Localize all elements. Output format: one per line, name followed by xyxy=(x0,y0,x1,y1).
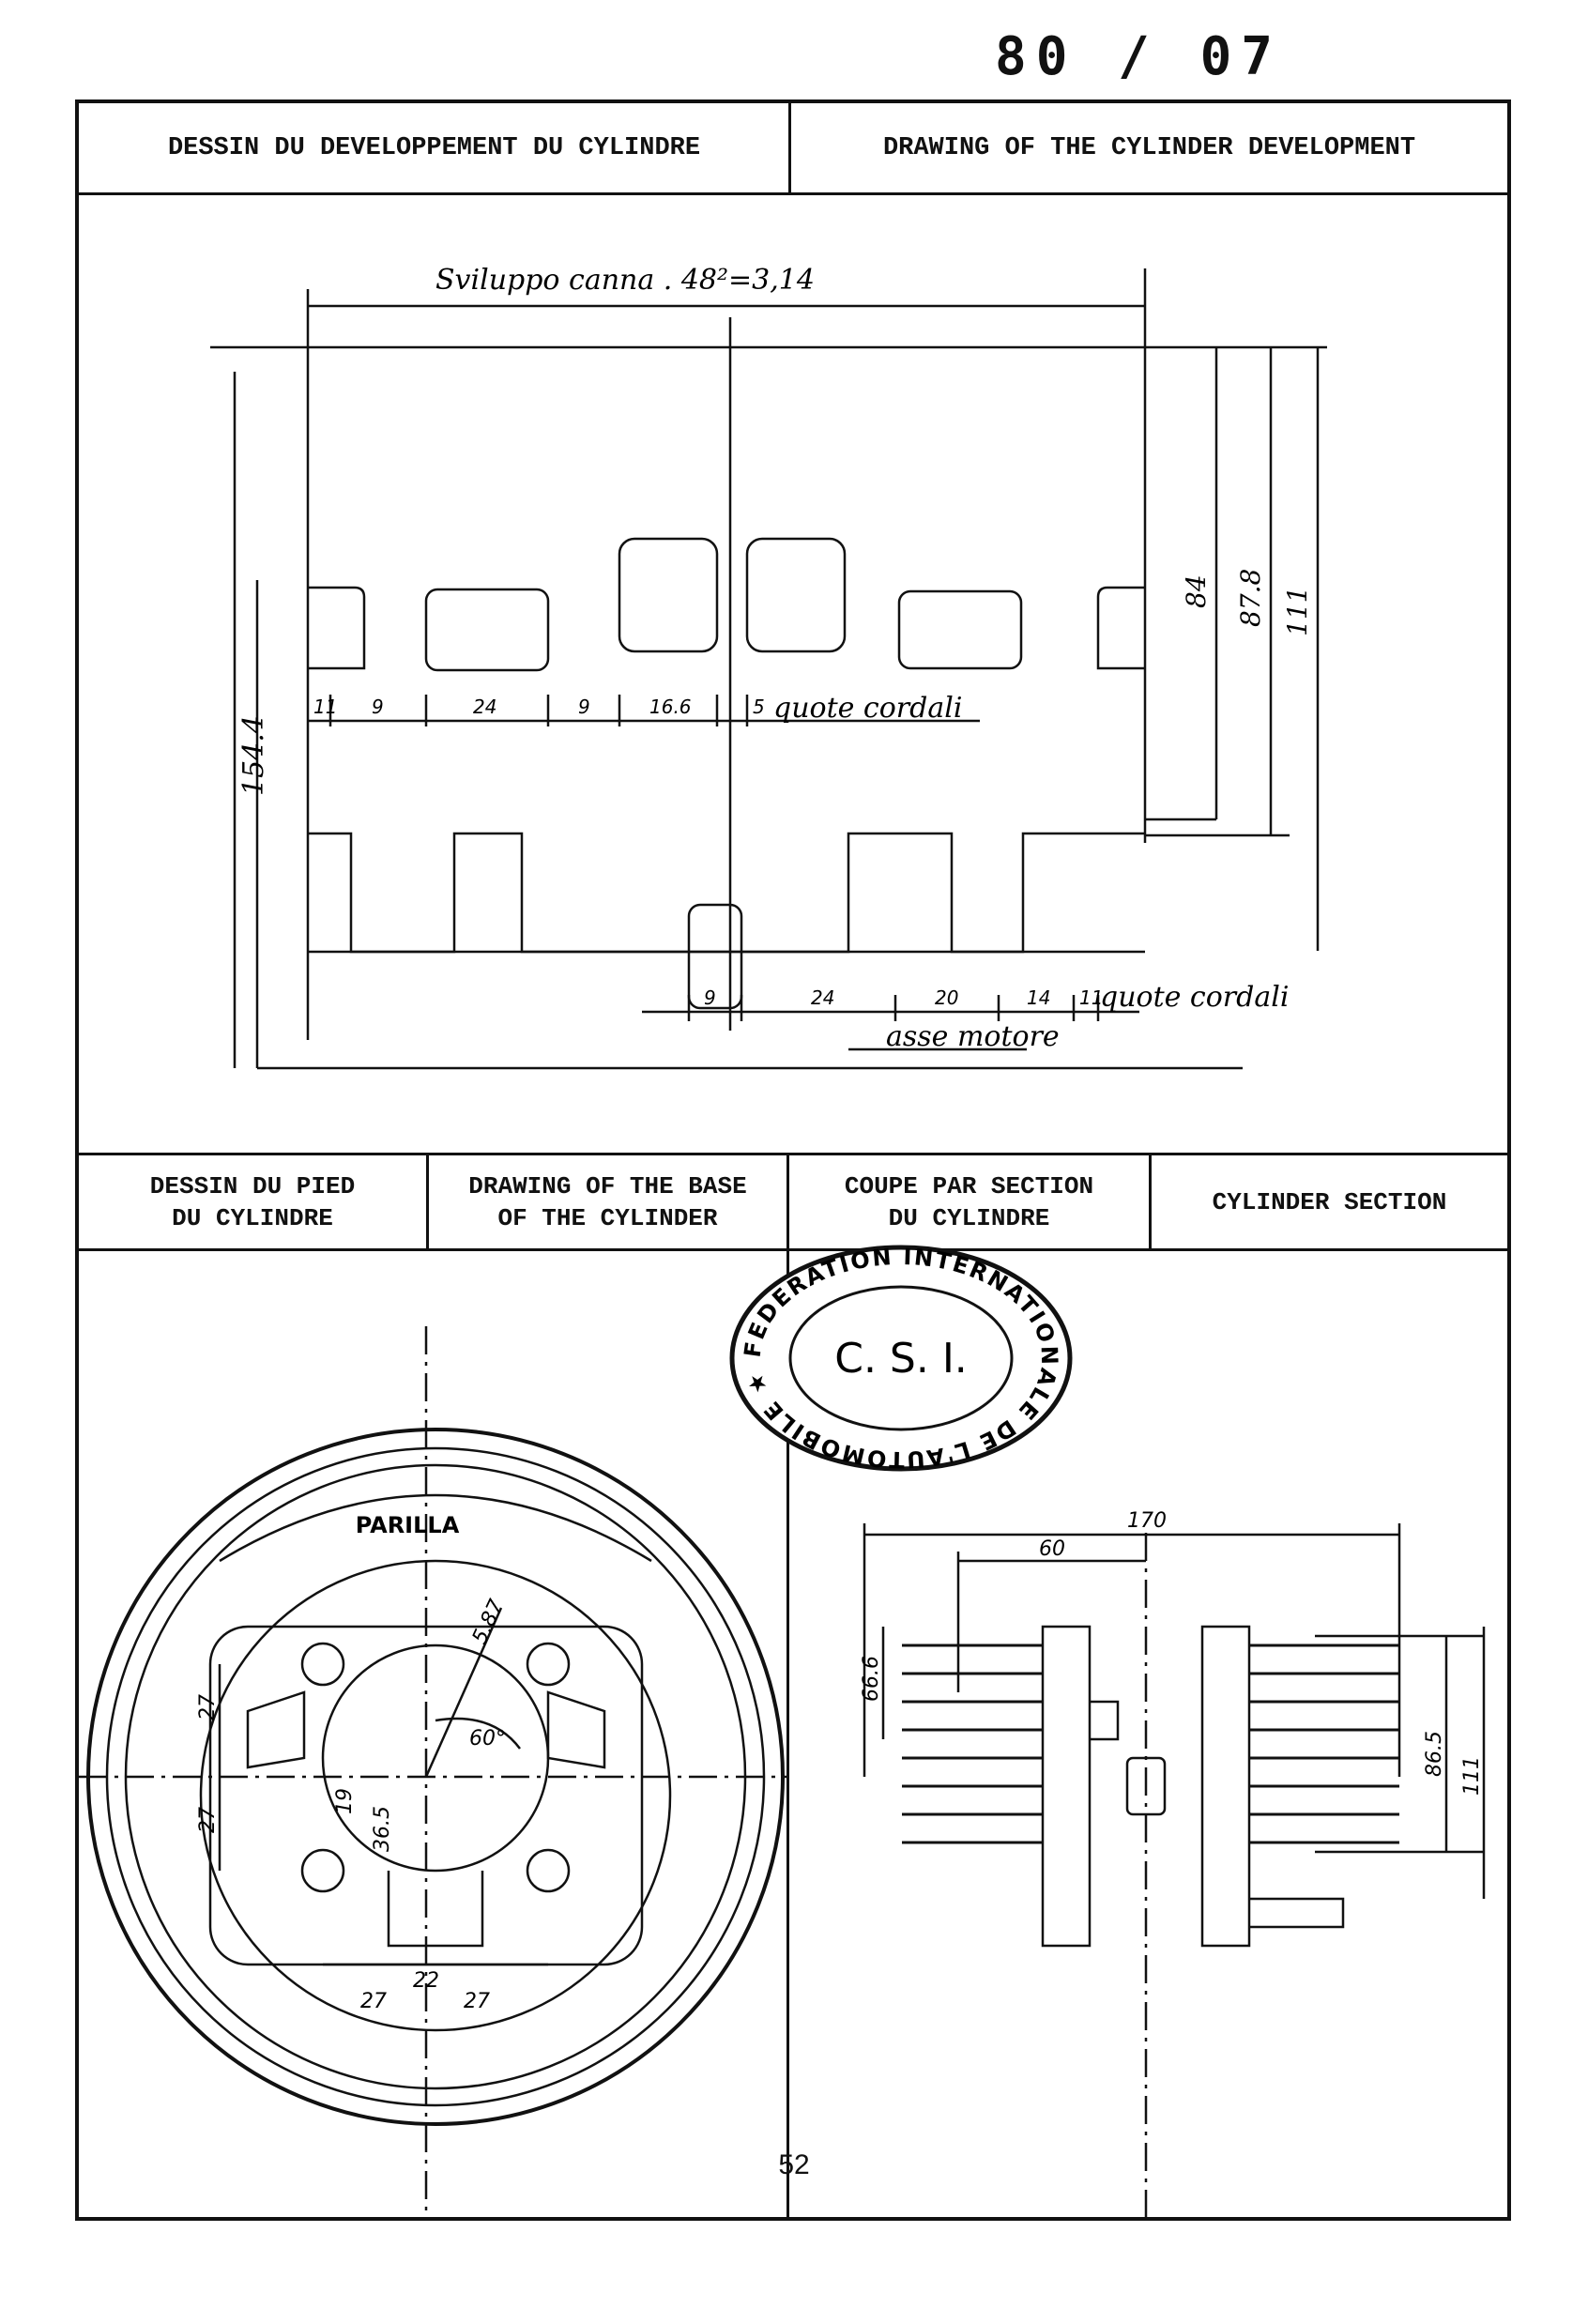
lower-panel-divider xyxy=(786,1251,789,2217)
upper-dim: 9 xyxy=(578,696,590,718)
base-dim: 27 xyxy=(464,1990,490,2013)
base-drawing: PARILLA 27 27 19 36.5 22 27 27 5.87 60° xyxy=(79,1326,786,2217)
base-dim: 22 xyxy=(413,1969,439,1993)
middle-header-bottom-rule xyxy=(79,1248,1507,1251)
page-number: 52 xyxy=(778,2149,810,2180)
header-top-right: DRAWING OF THE CYLINDER DEVELOPMENT xyxy=(791,103,1507,195)
lower-dim: 9 xyxy=(704,986,716,1009)
brand-label: PARILLA xyxy=(356,1512,460,1538)
development-title: Sviluppo canna . 48²=3,14 xyxy=(435,264,815,297)
header-divider xyxy=(1149,1155,1152,1248)
lower-chord-label: quote cordali xyxy=(1100,981,1289,1014)
section-dim: 60 xyxy=(1039,1537,1065,1561)
header-divider xyxy=(786,1155,789,1248)
lower-dim: 14 xyxy=(1027,986,1050,1009)
height-dim-111: 111 xyxy=(1282,587,1313,636)
header-base-en: DRAWING OF THE BASE OF THE CYLINDER xyxy=(468,1171,747,1232)
base-dim: 27 xyxy=(360,1990,387,2013)
development-drawing: Sviluppo canna . 48²=3,14 154.4 84 87.8 … xyxy=(210,264,1327,1070)
base-dim: 27 xyxy=(196,1694,220,1720)
header-top-left: DESSIN DU DEVELOPPEMENT DU CYLINDRE xyxy=(79,103,789,195)
drawing-frame xyxy=(75,99,1511,2221)
header-section-fr: COUPE PAR SECTION DU CYLINDRE xyxy=(844,1171,1094,1232)
header-divider xyxy=(426,1155,429,1248)
section-dim: 66.6 xyxy=(860,1656,883,1702)
upper-dim: 5 xyxy=(753,696,765,718)
section-dim: 111 xyxy=(1460,1756,1484,1796)
section-dim: 86.5 xyxy=(1423,1731,1446,1777)
fia-stamp: FEDERATION INTERNATIONALE DE L'AUTOMOBIL… xyxy=(729,1244,1073,1473)
upper-dim: 9 xyxy=(372,696,384,718)
base-dim: 60° xyxy=(469,1727,506,1751)
height-left-dim: 154.4 xyxy=(237,715,270,796)
middle-header-top-rule xyxy=(79,1153,1507,1155)
document-number: 80 / 07 xyxy=(995,26,1283,87)
base-dim: 19 xyxy=(333,1788,357,1814)
lower-dim: 11 xyxy=(1079,986,1103,1009)
upper-dim: 11 xyxy=(313,696,337,718)
header-base-fr: DESSIN DU PIED DU CYLINDRE xyxy=(149,1171,356,1232)
base-dim: 36.5 xyxy=(371,1806,394,1852)
lower-dim: 20 xyxy=(935,986,958,1009)
section-drawing: 170 60 66.6 86.5 111 xyxy=(860,1509,1486,2217)
lower-dim: 24 xyxy=(811,986,834,1009)
base-dim: 5.87 xyxy=(468,1597,509,1648)
height-dim-87-8: 87.8 xyxy=(1235,569,1266,627)
height-dim-84: 84 xyxy=(1181,574,1212,608)
stamp-center-text: C. S. I. xyxy=(834,1335,968,1383)
upper-chord-label: quote cordali xyxy=(773,692,962,725)
upper-dim: 24 xyxy=(473,696,496,718)
upper-dim: 16.6 xyxy=(649,696,692,718)
base-dim: 27 xyxy=(196,1807,220,1833)
section-dim: 170 xyxy=(1127,1509,1167,1533)
axis-label: asse motore xyxy=(886,1020,1060,1053)
header-divider xyxy=(788,103,791,195)
header-section-en: CYLINDER SECTION xyxy=(1212,1187,1447,1216)
